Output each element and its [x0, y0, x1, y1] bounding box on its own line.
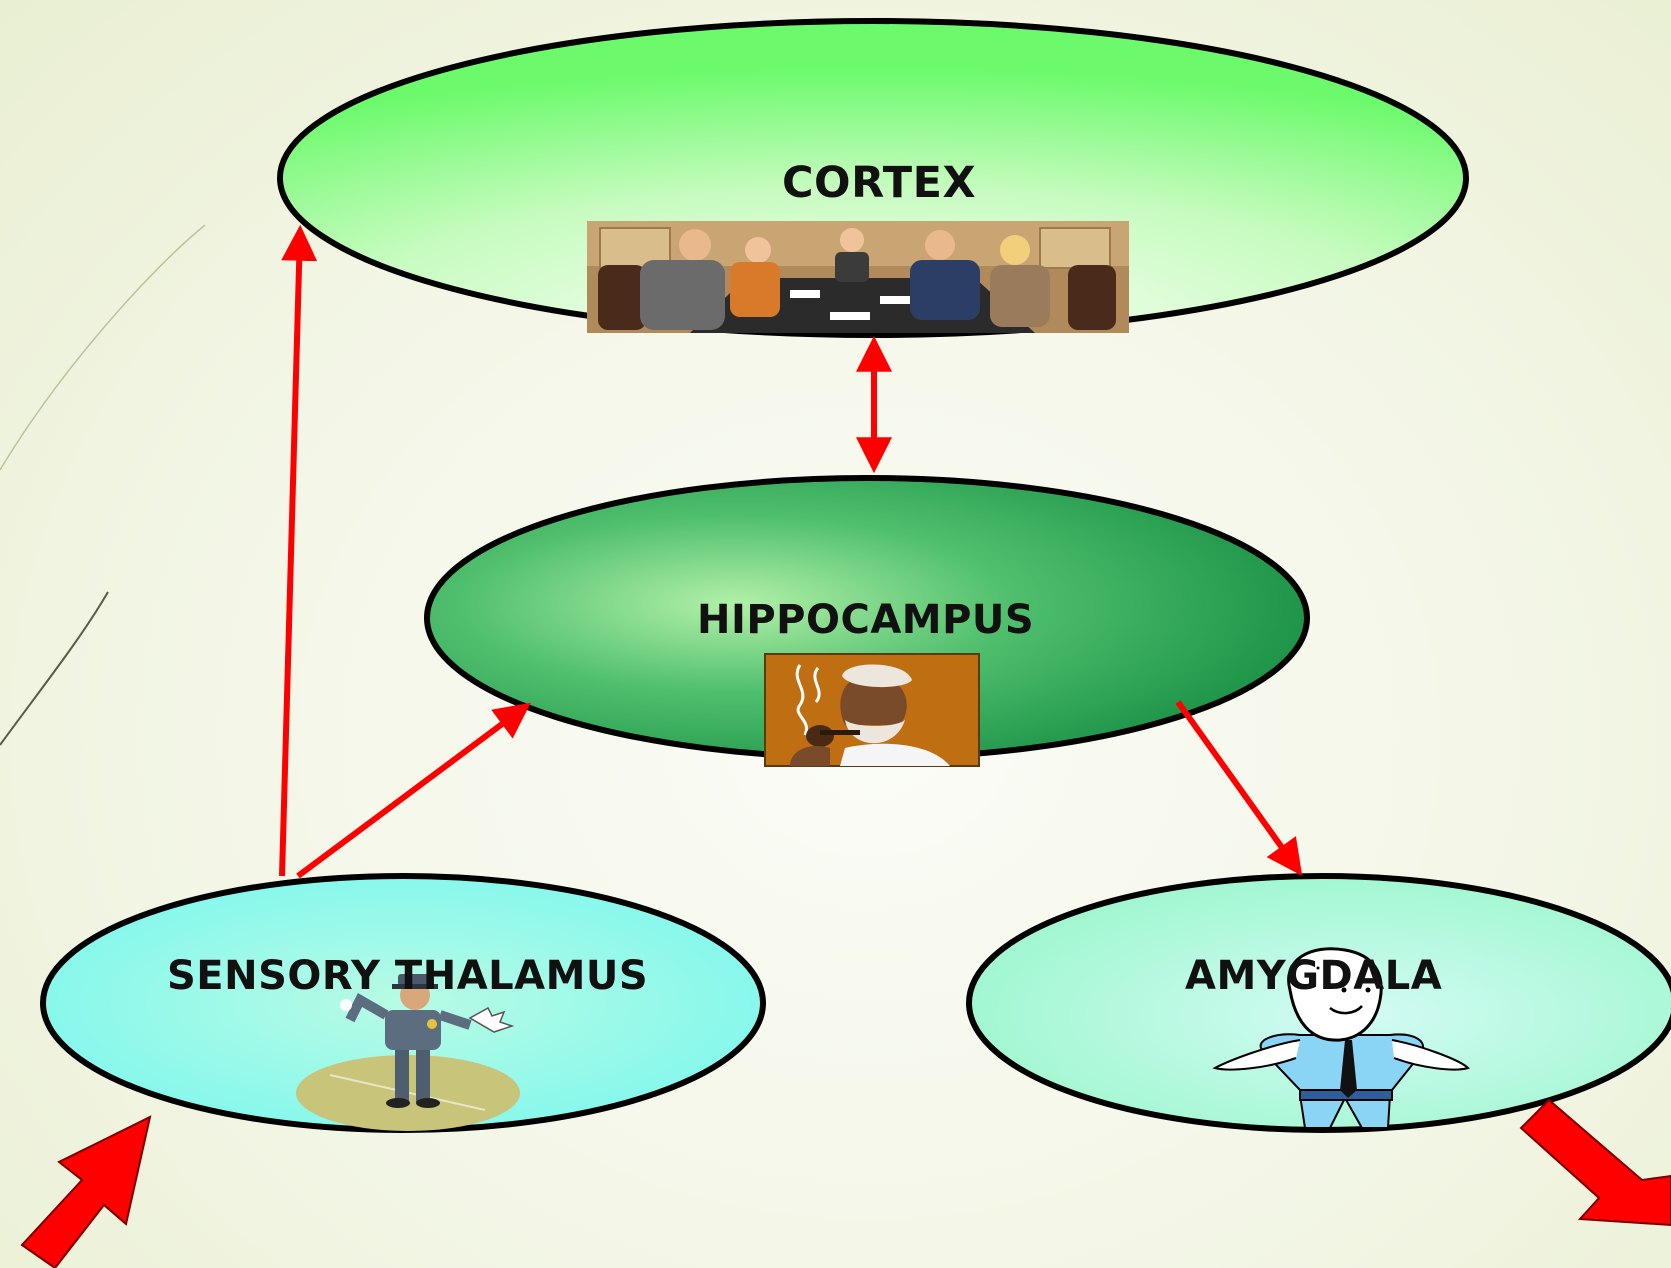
connector-arrows — [279, 224, 1303, 879]
output-arrow — [1519, 1098, 1671, 1227]
background-decoration — [0, 224, 206, 746]
arrow-thalamus-to-hippocampus — [296, 702, 531, 879]
arrow-thalamus-to-cortex — [279, 224, 318, 877]
meeting-illustration — [587, 221, 1129, 333]
amygdala-label: AMYGDALA — [1185, 953, 1443, 999]
cortex-node — [277, 18, 1469, 338]
traffic-officer-illustration — [296, 974, 520, 1131]
hippocampus-label: HIPPOCAMPUS — [697, 597, 1035, 643]
old-man-with-pipe-illustration — [764, 653, 980, 767]
input-arrow — [20, 1115, 152, 1268]
cortex-label: CORTEX — [782, 158, 977, 208]
sensory-thalamus-label: SENSORY THALAMUS — [167, 953, 649, 999]
security-guard-illustration — [1212, 947, 1470, 1129]
arrow-hippocampus-to-amygdala — [1175, 700, 1303, 876]
